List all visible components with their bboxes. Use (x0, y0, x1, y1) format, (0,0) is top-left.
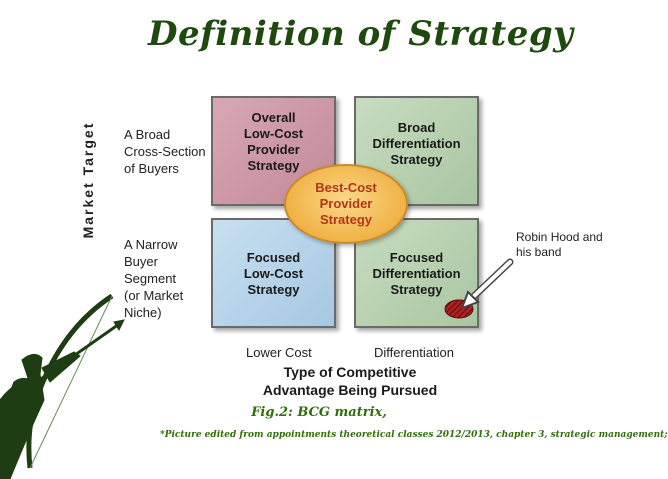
x-tick-lower-cost: Lower Cost (246, 345, 312, 360)
page-title: Definition of Strategy (148, 14, 574, 54)
footnote: *Picture edited from appointments theore… (160, 430, 668, 440)
box-focused-differentiation-label: Focused Differentiation Strategy (372, 250, 461, 297)
box-focused-low-cost-label: Focused Low-Cost Strategy (243, 250, 304, 297)
arrow-icon (460, 258, 514, 310)
row-label-broad: A Broad Cross-Section of Buyers (124, 127, 206, 176)
row-label-narrow: A Narrow Buyer Segment (or Market Niche) (124, 237, 184, 320)
oval-best-cost-provider: Best-Cost Provider Strategy (284, 164, 408, 244)
annotation-robin-hood: Robin Hood and his band (516, 230, 603, 259)
x-axis-label: Type of Competitive Advantage Being Purs… (262, 364, 438, 398)
box-focused-low-cost: Focused Low-Cost Strategy (211, 218, 336, 328)
oval-best-cost-provider-label: Best-Cost Provider Strategy (315, 180, 377, 227)
x-tick-differentiation: Differentiation (374, 345, 454, 360)
box-overall-low-cost-label: Overall Low-Cost Provider Strategy (243, 110, 304, 173)
box-broad-differentiation-label: Broad Differentiation Strategy (372, 120, 461, 167)
figure-caption: Fig.2: BCG matrix, (251, 405, 387, 420)
archer-silhouette-icon (0, 293, 125, 479)
overlay-graphics (0, 258, 514, 479)
